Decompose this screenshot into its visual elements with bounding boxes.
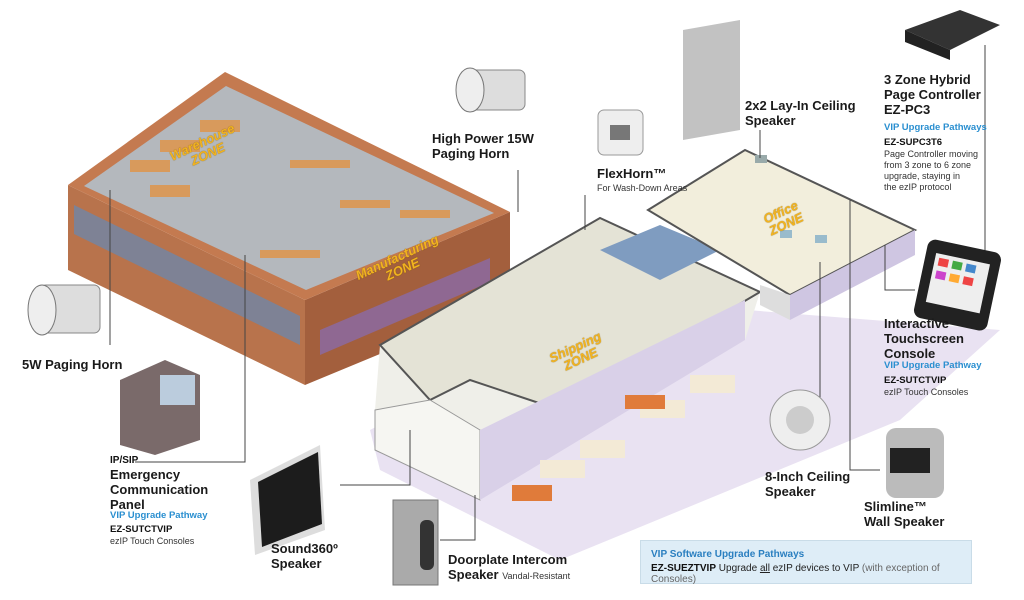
flexhorn-subtitle: For Wash-Down Areas [597, 183, 688, 193]
title-line: Communication [110, 482, 209, 497]
title-line: Speaker [745, 113, 796, 128]
layin-speaker-device [683, 20, 740, 140]
software-upgrade-box: VIP Software Upgrade Pathways EZ-SUEZTVI… [640, 540, 972, 585]
warehouse-building [68, 72, 510, 385]
title-line: 2x2 Lay-In Ceiling [745, 98, 856, 113]
title-line: 3 Zone Hybrid [884, 72, 971, 87]
desc-line: Page Controller moving [884, 149, 979, 159]
software-upgrade-text: EZ-SUEZTVIP Upgrade all ezIP devices to … [651, 563, 971, 585]
software-upgrade-note: (with exception of Consoles) [651, 563, 940, 585]
title-line: Page Controller [884, 87, 981, 102]
touchscreen-console-code: EZ-SUTCTVIP [884, 375, 947, 386]
title-line: Speaker [271, 556, 322, 571]
text-part: ezIP devices to VIP [769, 563, 862, 574]
flexhorn-device [597, 109, 644, 156]
title-line: High Power 15W [432, 131, 534, 146]
text-part: Upgrade [718, 563, 760, 574]
title-line: Slimline™ [864, 499, 927, 514]
title-line: Doorplate Intercom [448, 552, 568, 567]
emergency-panel-code: EZ-SUTCTVIP [110, 524, 173, 535]
touchscreen-console-pathway: VIP Upgrade Pathway [884, 360, 982, 371]
emergency-panel-pathway: VIP Upgrade Pathway [110, 510, 208, 521]
paging-horn-5w-device [27, 284, 101, 336]
doorplate-subtitle: Vandal-Resistant [502, 571, 571, 581]
title-line: Touchscreen [884, 331, 964, 346]
emergency-panel-prefix: IP/SIP [110, 455, 139, 466]
high-power-horn-device [455, 67, 526, 113]
page-controller-device [905, 10, 1000, 60]
title-line: Speaker [765, 484, 816, 499]
title-line: Speaker [448, 567, 499, 582]
touchscreen-console-device [913, 239, 1001, 331]
title-line: Console [884, 346, 936, 361]
slimline-device [886, 428, 944, 498]
title-line: Paging Horn [432, 146, 510, 161]
title-line: Emergency [110, 467, 181, 482]
title-line: Panel [110, 497, 145, 512]
desc-line: upgrade, staying in [884, 171, 961, 181]
doorplate-device [392, 499, 439, 586]
emergency-panel-device [120, 360, 200, 455]
sound360-device [250, 445, 325, 555]
flexhorn-label: FlexHorn™ [597, 166, 667, 181]
connector-lines [109, 45, 986, 541]
title-line: EZ-PC3 [884, 102, 931, 117]
title-line: Interactive [884, 316, 950, 331]
title-line: 8-Inch Ceiling [765, 469, 851, 484]
desc-line: the ezIP protocol [884, 182, 952, 192]
office-building [646, 148, 918, 320]
title-line: Wall Speaker [864, 514, 945, 529]
software-upgrade-code: EZ-SUEZTVIP [651, 563, 717, 574]
emergency-panel-description: ezIP Touch Consoles [110, 536, 195, 546]
page-controller-pathway: VIP Upgrade Pathways [884, 122, 987, 133]
paging-horn-5w-label: 5W Paging Horn [22, 357, 123, 372]
text-part: all [759, 563, 770, 574]
shipping-building [374, 216, 763, 501]
desc-line: from 3 zone to 6 zone [884, 160, 972, 170]
software-upgrade-title: VIP Software Upgrade Pathways [651, 549, 805, 560]
ceiling-speaker-8in-device [769, 389, 831, 451]
touchscreen-console-description: ezIP Touch Consoles [884, 387, 969, 397]
title-line: Sound360º [271, 541, 338, 556]
page-controller-code: EZ-SUPC3T6 [884, 137, 943, 148]
